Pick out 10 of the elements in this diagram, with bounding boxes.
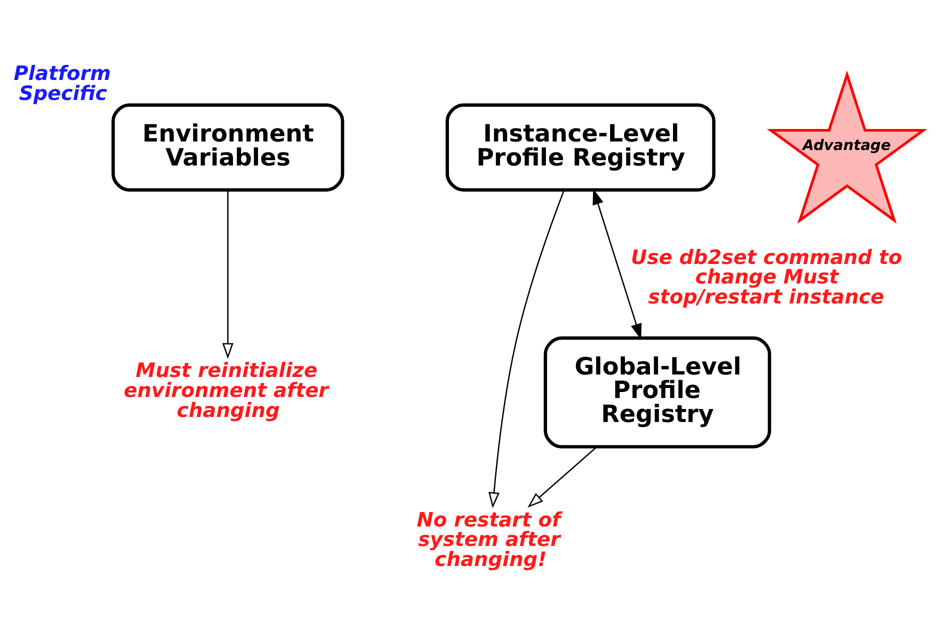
node-label: Platform Specific	[14, 62, 111, 105]
node-box: Global-Level Profile Registry	[544, 336, 772, 448]
node-box: Environment Variables	[112, 103, 344, 192]
arrow	[222, 190, 234, 360]
arrow	[528, 446, 598, 508]
node-text: Must reinitialize environment after changing	[124, 359, 328, 422]
edge-label: Use db2set command to change Must stop/restart instance	[630, 246, 902, 309]
arrow	[488, 190, 565, 508]
node-text: No restart of system after changing!	[416, 508, 561, 572]
node-box: Instance-Level Profile Registry	[446, 103, 716, 192]
